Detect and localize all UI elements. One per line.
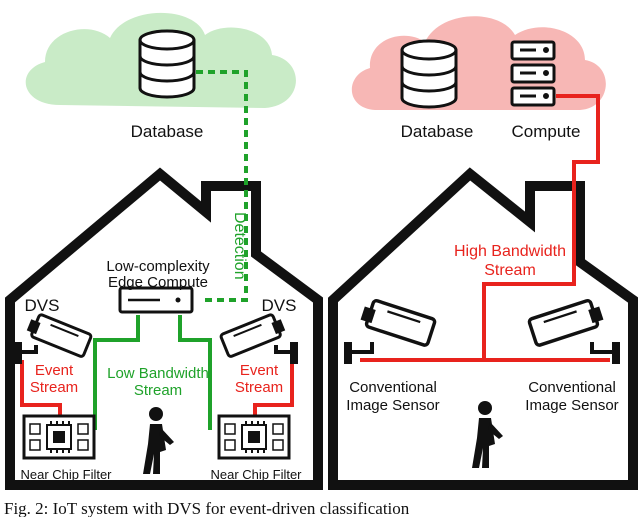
person-icon <box>472 401 503 468</box>
sensor-left-line1: Conventional <box>349 379 437 396</box>
edge-compute-label-line1: Low-complexity <box>106 258 210 275</box>
right-house <box>328 167 638 490</box>
compute-label: Compute <box>512 122 581 141</box>
high-bandwidth-line2: Stream <box>484 262 536 279</box>
near-chip-filter-right-label: Near Chip Filter <box>210 467 302 482</box>
dvs-right-label: DVS <box>262 296 297 315</box>
edge-compute-icon <box>118 286 194 314</box>
event-stream-link <box>20 360 294 418</box>
event-stream-left-line1: Event <box>35 362 74 379</box>
left-house <box>5 167 323 490</box>
detection-label: Detection <box>231 212 248 280</box>
figure-caption: Fig. 2: IoT system with DVS for event-dr… <box>4 499 410 517</box>
sensor-right-line1: Conventional <box>528 379 616 396</box>
near-chip-filter-left-label: Near Chip Filter <box>20 467 112 482</box>
right-database-label: Database <box>401 122 474 141</box>
high-bandwidth-link <box>360 94 610 362</box>
conventional-camera-icon <box>526 295 620 364</box>
dvs-camera-icon <box>14 310 94 364</box>
sensor-right-line2: Image Sensor <box>525 397 618 414</box>
edge-compute-label-line2: Edge Compute <box>108 274 208 291</box>
low-bandwidth-line1: Low Bandwidth <box>107 365 209 382</box>
server-icon <box>510 40 556 107</box>
low-bandwidth-line2: Stream <box>134 382 182 399</box>
event-stream-right-line1: Event <box>240 362 279 379</box>
dvs-camera-icon <box>218 310 298 364</box>
person-icon <box>143 407 174 474</box>
near-chip-filter-icon <box>217 414 291 460</box>
database-icon <box>138 29 196 99</box>
left-database-label: Database <box>131 122 204 141</box>
sensor-left-line2: Image Sensor <box>346 397 439 414</box>
low-bandwidth-link <box>93 315 212 430</box>
conventional-camera-icon <box>344 295 438 364</box>
event-stream-right-line2: Stream <box>235 379 283 396</box>
high-bandwidth-line1: High Bandwidth <box>454 243 566 260</box>
near-chip-filter-icon <box>22 414 96 460</box>
dvs-left-label: DVS <box>25 296 60 315</box>
detection-link <box>196 70 248 302</box>
event-stream-left-line2: Stream <box>30 379 78 396</box>
database-icon <box>400 39 458 109</box>
